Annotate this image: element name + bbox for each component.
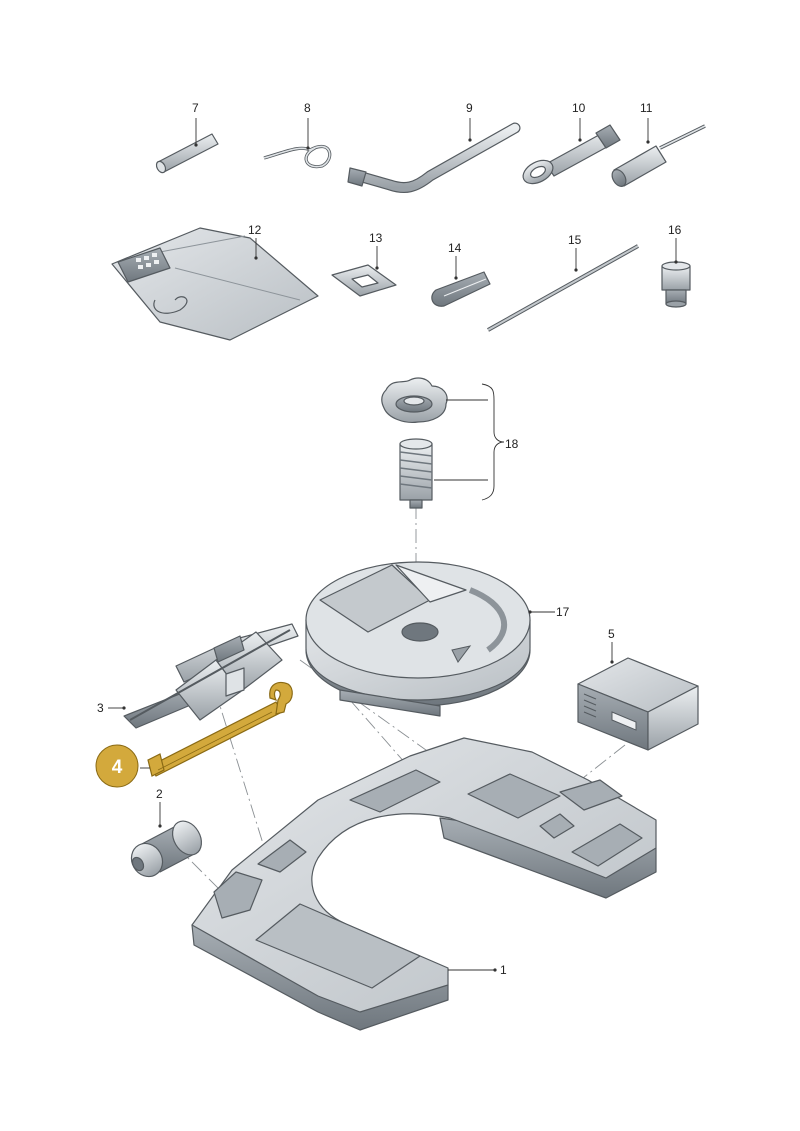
label-17: 17	[556, 605, 570, 619]
callout-badge-4[interactable]	[95, 744, 139, 788]
part-15-rod[interactable]: 15	[487, 233, 639, 332]
part-12-tool-bag[interactable]: 12	[111, 223, 319, 341]
part-13-plate[interactable]: 13	[331, 231, 397, 297]
part-14-clamp[interactable]: 14	[431, 241, 491, 307]
label-14: 14	[448, 241, 462, 255]
label-1: 1	[500, 963, 507, 977]
label-13: 13	[369, 231, 383, 245]
label-2: 2	[156, 787, 163, 801]
part-9-bent-bar[interactable]: 9	[347, 101, 521, 194]
part-18-wing-nut-and-bolt[interactable]: 18	[381, 377, 519, 509]
part-10-towing-eye[interactable]: 10	[519, 101, 621, 188]
part-17-spare-wheel-tray[interactable]: 17	[305, 561, 570, 717]
label-16: 16	[668, 223, 682, 237]
label-10: 10	[572, 101, 586, 115]
label-8: 8	[304, 101, 311, 115]
part-5-compressor-box[interactable]: 5	[577, 627, 699, 751]
part-7-pin[interactable]: 7	[155, 101, 219, 174]
part-8-wire-clip[interactable]: 8	[263, 101, 332, 169]
label-5: 5	[608, 627, 615, 641]
label-18: 18	[505, 437, 519, 451]
part-16-socket-adapter[interactable]: 16	[661, 223, 691, 308]
part-4-wheel-brace[interactable]: 4	[95, 681, 293, 788]
label-9: 9	[466, 101, 473, 115]
label-7: 7	[192, 101, 199, 115]
callout-badge-4-number: 4	[112, 757, 123, 778]
label-3: 3	[97, 701, 104, 715]
label-15: 15	[568, 233, 582, 247]
label-12: 12	[248, 223, 262, 237]
part-2-compressor-cylinder[interactable]: 2	[126, 787, 208, 882]
part-1-foam-tool-tray[interactable]: 1	[191, 737, 657, 1031]
label-11: 11	[640, 101, 653, 115]
part-3-scissor-jack[interactable]: 3	[97, 623, 299, 729]
part-11-screwdriver-bit[interactable]: 11	[609, 101, 706, 189]
